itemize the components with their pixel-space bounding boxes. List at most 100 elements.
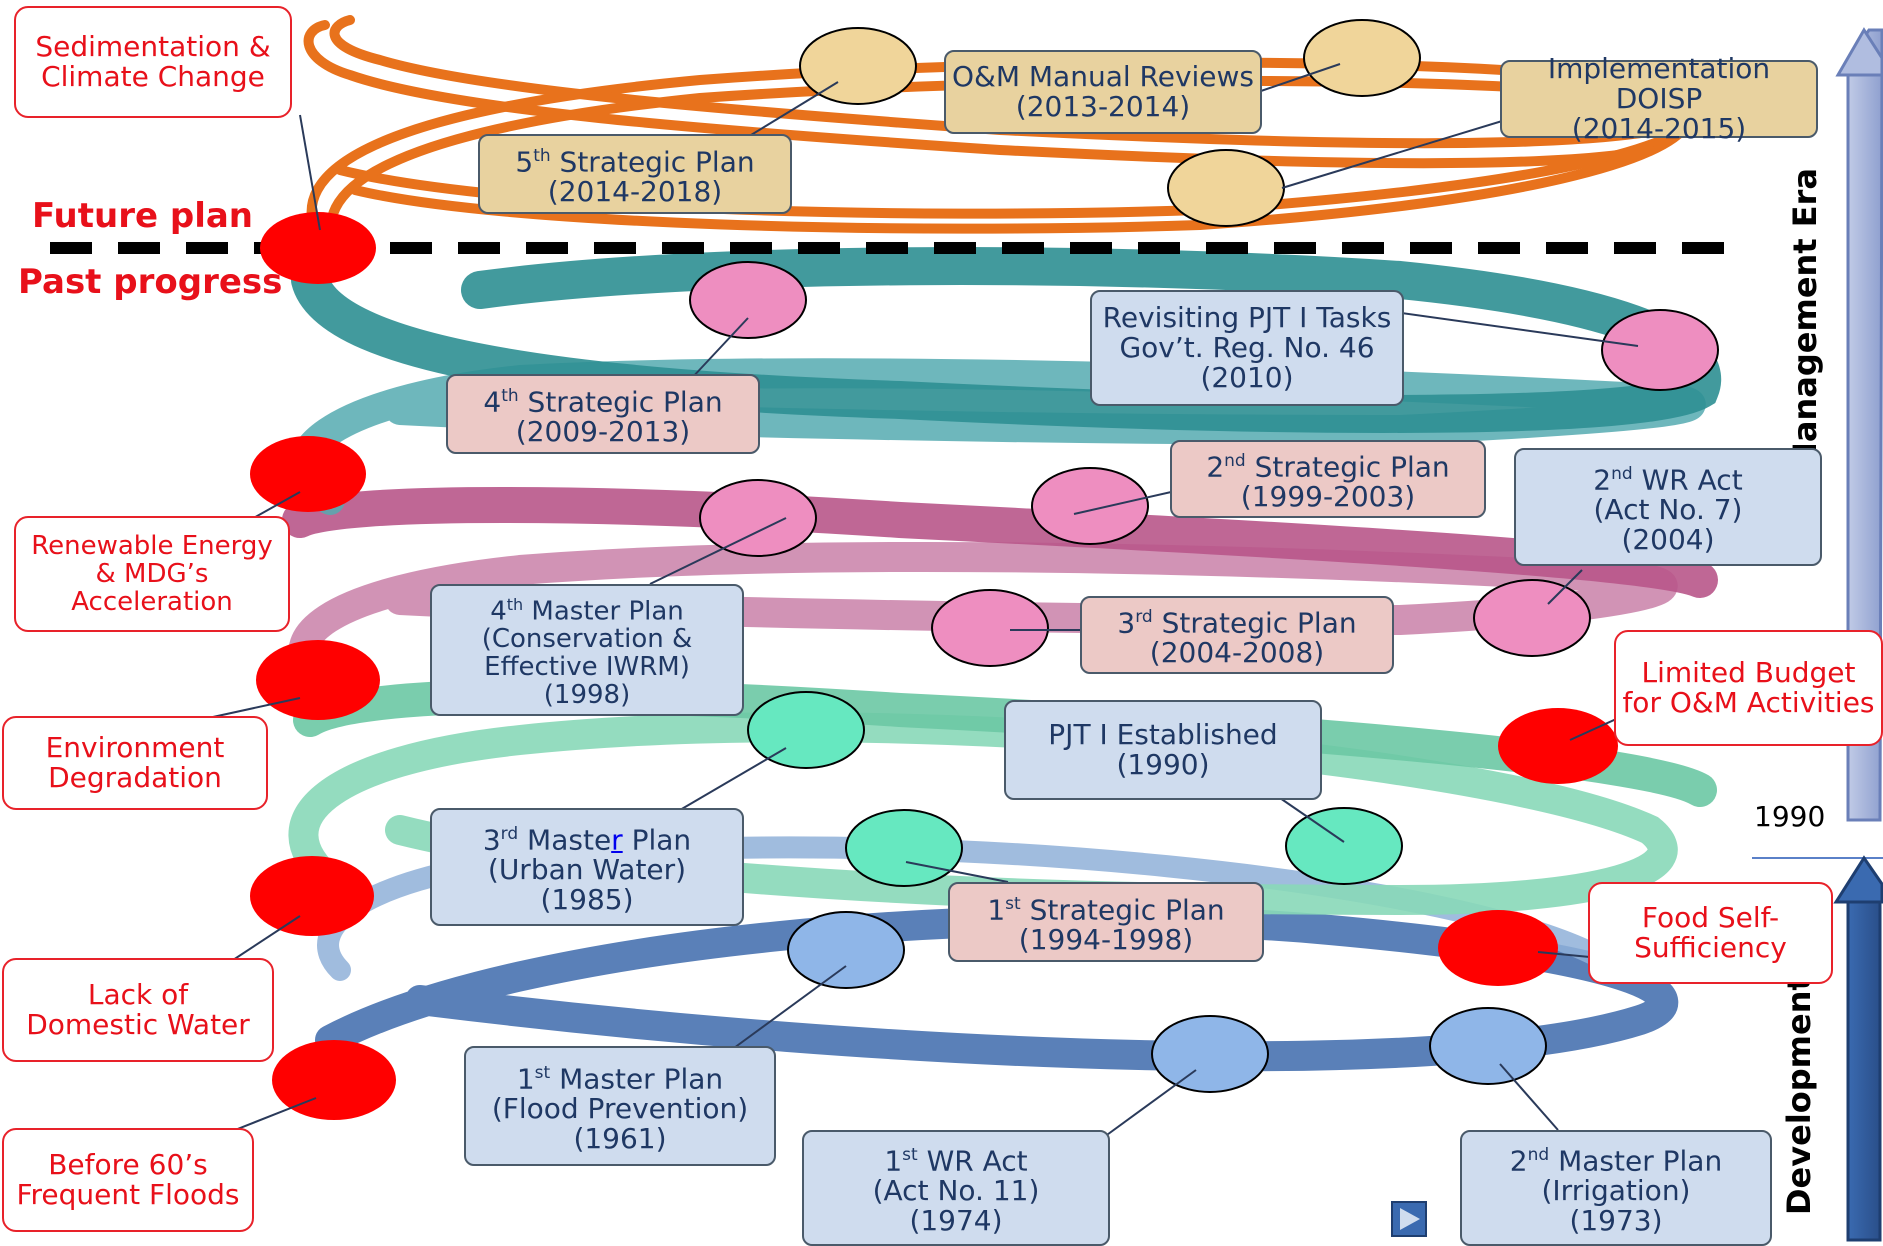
milestone-years: (1961) bbox=[573, 1122, 667, 1156]
milestone-title: 2nd WR Act bbox=[1593, 463, 1743, 497]
milestone-title: PJT I Established bbox=[1048, 718, 1278, 751]
issue-text: Sufficiency bbox=[1634, 931, 1787, 964]
milestone-subtitle: (Act No. 7) bbox=[1593, 493, 1743, 527]
milestone-years: (2004) bbox=[1621, 523, 1715, 557]
milestone-years: (2004-2008) bbox=[1149, 636, 1325, 670]
milestone-wr-act1: 1st WR Act (Act No. 11) (1974) bbox=[802, 1130, 1110, 1246]
milestone-title: 3rd Master Plan bbox=[482, 823, 692, 857]
milestone-title: 1st Strategic Plan bbox=[987, 893, 1225, 927]
milestone-title: Revisiting PJT I Tasks bbox=[1102, 301, 1392, 334]
issue-food: Food Self- Sufficiency bbox=[1588, 882, 1833, 984]
milestone-years: (2009-2013) bbox=[515, 415, 691, 449]
milestone-title: 4th Strategic Plan bbox=[483, 385, 723, 419]
node-doisp bbox=[1167, 149, 1285, 227]
milestone-title: Implementation DOISP bbox=[1547, 52, 1771, 115]
milestone-sp2: 2nd Strategic Plan (1999-2003) bbox=[1170, 440, 1486, 518]
milestone-title: 1st Master Plan bbox=[516, 1062, 724, 1096]
node-pjt-revisit bbox=[1601, 309, 1719, 391]
past-progress-label: Past progress bbox=[18, 262, 283, 302]
issue-text: Sedimentation & bbox=[35, 30, 271, 63]
node-sp1 bbox=[845, 809, 963, 887]
milestone-years: (2014-2018) bbox=[547, 175, 723, 209]
milestone-subtitle: (Irrigation) bbox=[1541, 1174, 1691, 1208]
milestone-mp3: 3rd Master Plan (Urban Water) (1985) bbox=[430, 808, 744, 926]
issue-circle-budget bbox=[1498, 708, 1618, 784]
milestone-subtitle: (Act No. 11) bbox=[872, 1174, 1040, 1208]
milestone-years: (1999-2003) bbox=[1240, 480, 1416, 514]
issue-text: Domestic Water bbox=[26, 1008, 250, 1041]
issue-text: Limited Budget bbox=[1641, 656, 1856, 689]
node-sp2 bbox=[1031, 467, 1149, 545]
milestone-pjt-revisit: Revisiting PJT I Tasks Gov’t. Reg. No. 4… bbox=[1090, 290, 1404, 406]
milestone-years: (1998) bbox=[543, 680, 631, 711]
node-mp4 bbox=[699, 479, 817, 557]
issue-text: Acceleration bbox=[71, 587, 233, 617]
issue-circle-food bbox=[1438, 910, 1558, 986]
issue-text: Food Self- bbox=[1641, 901, 1780, 934]
issue-circle-floods bbox=[272, 1040, 396, 1120]
milestone-sp4: 4th Strategic Plan (2009-2013) bbox=[446, 374, 760, 454]
issue-floods: Before 60’s Frequent Floods bbox=[2, 1128, 254, 1232]
issue-domestic: Lack of Domestic Water bbox=[2, 958, 274, 1062]
milestone-subtitle: (Conservation & bbox=[481, 624, 693, 655]
issue-circle-renewable bbox=[250, 436, 366, 512]
issue-circle-environment bbox=[256, 640, 380, 720]
node-mp2 bbox=[1429, 1007, 1547, 1085]
milestone-nodes bbox=[689, 19, 1719, 1093]
milestone-subtitle: (Flood Prevention) bbox=[491, 1092, 749, 1126]
node-wr-act1 bbox=[1151, 1015, 1269, 1093]
milestone-mp2: 2nd Master Plan (Irrigation) (1973) bbox=[1460, 1130, 1772, 1246]
node-mp1 bbox=[787, 911, 905, 989]
management-era-arrow bbox=[1835, 27, 1883, 822]
issue-text: Lack of bbox=[87, 978, 189, 1011]
development-era-arrow bbox=[1833, 855, 1883, 1242]
milestone-mp4: 4th Master Plan (Conservation & Effectiv… bbox=[430, 584, 744, 716]
milestone-years: (1994-1998) bbox=[1018, 923, 1194, 957]
milestone-pjt-est: PJT I Established (1990) bbox=[1004, 700, 1322, 800]
milestone-sp1: 1st Strategic Plan (1994-1998) bbox=[948, 882, 1264, 962]
red-issue-circles bbox=[250, 212, 1618, 1120]
issue-text: Degradation bbox=[48, 761, 222, 794]
node-sp4 bbox=[689, 261, 807, 339]
era-year-label: 1990 bbox=[1754, 800, 1826, 833]
node-mp3 bbox=[747, 691, 865, 769]
issue-sedimentation: Sedimentation & Climate Change bbox=[14, 6, 292, 118]
issue-circle-sedimentation bbox=[260, 212, 376, 284]
maste-r-link[interactable]: r bbox=[611, 823, 623, 857]
milestone-title: 2nd Strategic Plan bbox=[1206, 450, 1450, 484]
milestone-sp5: 5th Strategic Plan (2014-2018) bbox=[478, 134, 792, 214]
milestone-subtitle: Gov’t. Reg. No. 46 bbox=[1119, 331, 1375, 364]
milestone-years: (2013-2014) bbox=[1015, 90, 1191, 123]
issue-text: Environment bbox=[45, 731, 225, 764]
milestone-years: (2014-2015) bbox=[1571, 112, 1747, 145]
milestone-years: (2010) bbox=[1200, 361, 1294, 394]
issue-text: Before 60’s bbox=[48, 1148, 208, 1181]
milestone-title: O&M Manual Reviews bbox=[951, 60, 1255, 93]
node-pjt-est bbox=[1285, 807, 1403, 885]
milestone-years: (1973) bbox=[1569, 1204, 1663, 1238]
issue-environment: Environment Degradation bbox=[2, 716, 268, 810]
milestone-years: (1990) bbox=[1116, 748, 1210, 781]
play-button[interactable] bbox=[1391, 1201, 1427, 1237]
milestone-subtitle: Effective IWRM) bbox=[484, 652, 690, 683]
issue-text: Frequent Floods bbox=[16, 1178, 240, 1211]
node-sp5 bbox=[799, 27, 917, 105]
milestone-title: 5th Strategic Plan bbox=[515, 145, 755, 179]
milestone-om-manual: O&M Manual Reviews (2013-2014) bbox=[944, 50, 1262, 134]
milestone-subtitle: (Urban Water) bbox=[487, 853, 687, 887]
play-icon bbox=[1400, 1208, 1420, 1230]
issue-budget: Limited Budget for O&M Activities bbox=[1614, 630, 1883, 746]
milestone-wr-act2: 2nd WR Act (Act No. 7) (2004) bbox=[1514, 448, 1822, 566]
milestone-title: 4th Master Plan bbox=[490, 594, 684, 627]
node-sp3 bbox=[931, 589, 1049, 667]
issue-text: Climate Change bbox=[41, 60, 265, 93]
issue-text: & MDG’s bbox=[95, 559, 209, 589]
milestone-title: 1st WR Act bbox=[884, 1144, 1028, 1178]
milestone-years: (1985) bbox=[540, 883, 634, 917]
future-plan-label: Future plan bbox=[32, 196, 253, 236]
milestone-doisp: Implementation DOISP (2014-2015) bbox=[1500, 54, 1818, 144]
milestone-title: 3rd Strategic Plan bbox=[1117, 606, 1357, 640]
issue-renewable: Renewable Energy & MDG’s Acceleration bbox=[14, 516, 290, 632]
milestone-years: (1974) bbox=[909, 1204, 1003, 1238]
